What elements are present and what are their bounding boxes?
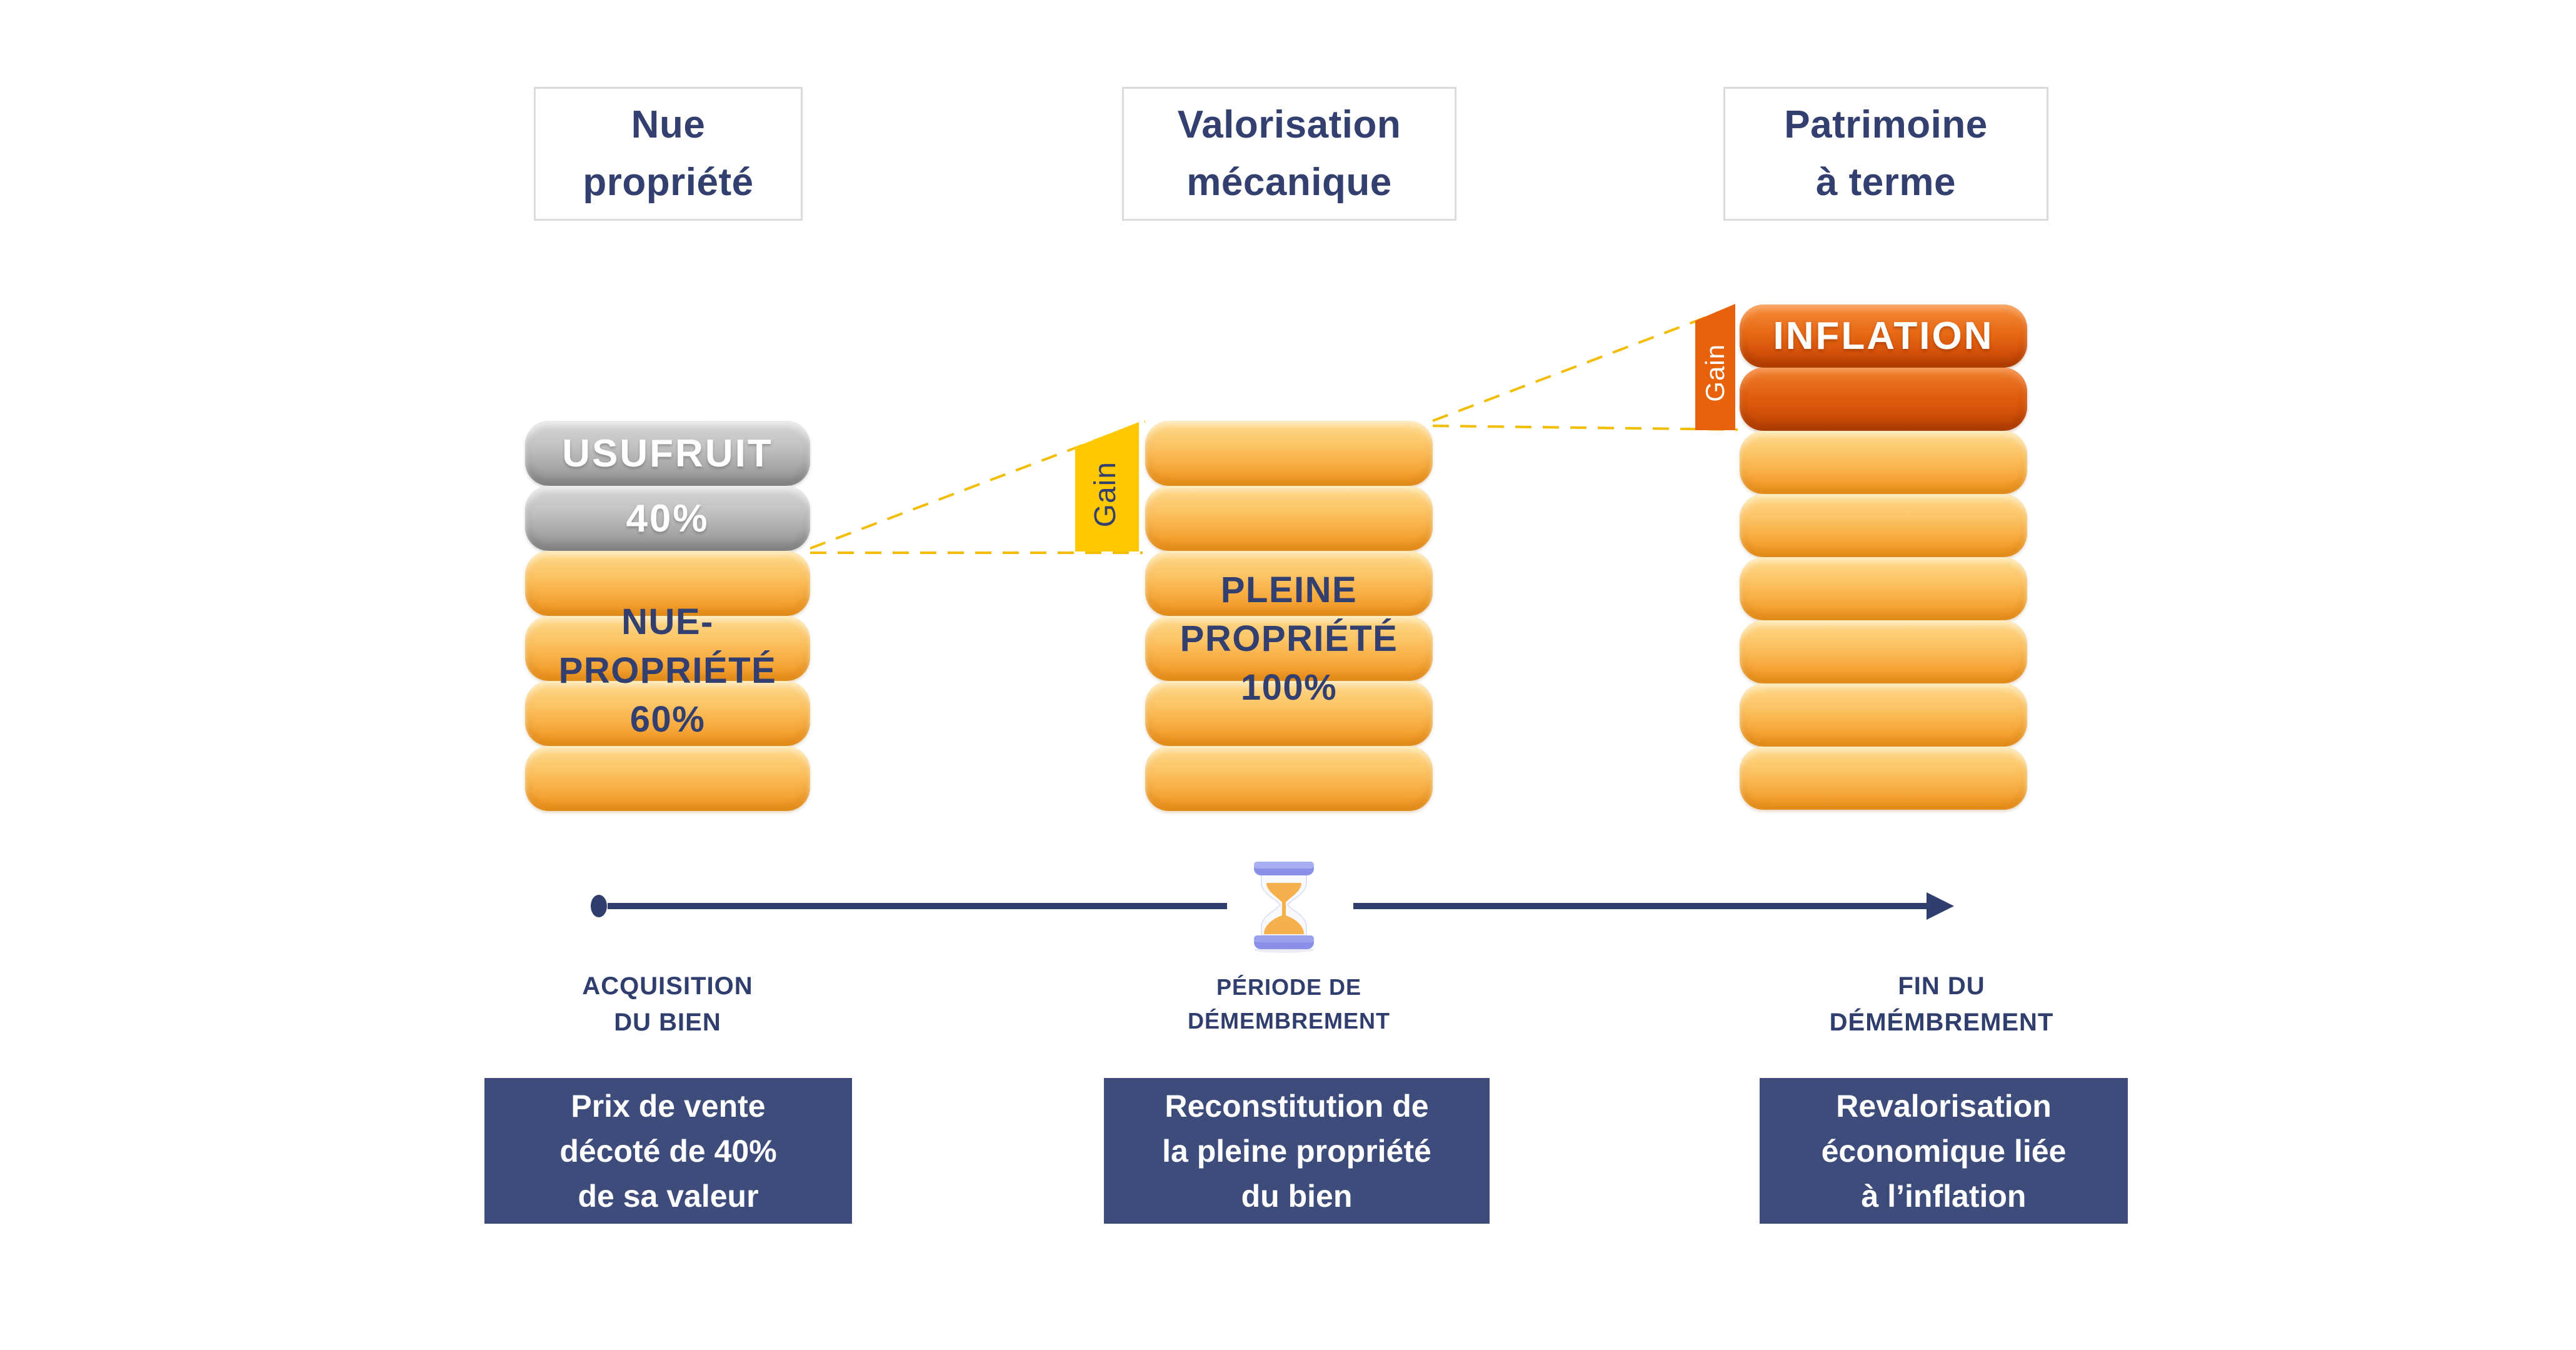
- coin-gold: [525, 616, 810, 681]
- left-coin-stack: USUFRUIT 40% NUE- PROPRIÉTÉ 60%: [525, 421, 810, 811]
- coin-gold: [1145, 421, 1433, 486]
- right-coin-stack: INFLATION: [1740, 305, 2027, 810]
- coin-gold: [1145, 486, 1433, 551]
- coin-gold: [1740, 620, 2027, 683]
- header-nue-propriete: Nue propriété: [534, 87, 803, 221]
- gain-dashed-upper-right: [1432, 303, 1740, 422]
- callout-reconstitution: Reconstitution de la pleine propriété du…: [1104, 1078, 1490, 1224]
- coin-gold: [1740, 494, 2027, 557]
- callout-prix-de-vente: Prix de vente décoté de 40% de sa valeur: [484, 1078, 852, 1224]
- coin-gold: [1145, 551, 1433, 616]
- header-nue-propriete-label: Nue propriété: [583, 103, 754, 204]
- gain-flag-orange: Gain: [1695, 304, 1735, 430]
- callout-reconstitution-text: Reconstitution de la pleine propriété du…: [1162, 1088, 1431, 1214]
- coin-gold: [525, 681, 810, 746]
- timeline-arrowhead-icon: [1927, 892, 1954, 920]
- gain-yellow-label: Gain: [1088, 461, 1122, 528]
- header-valorisation-mecanique: Valorisation mécanique: [1122, 87, 1456, 221]
- timeline-label-fin: FIN DU DÉMÉMBREMENT: [1829, 972, 2054, 1036]
- coin-gold: [525, 746, 810, 811]
- hourglass-icon: [1254, 862, 1314, 953]
- timeline-start-dot: [591, 895, 607, 917]
- coin-gold: [1740, 557, 2027, 620]
- coin-gray: [525, 486, 810, 551]
- gain-orange-label: Gain: [1700, 343, 1730, 402]
- coin-gray: [525, 421, 810, 486]
- coin-inflation: [1740, 368, 2027, 431]
- coin-gold: [1740, 683, 2027, 747]
- callout-revalorisation: Revalorisation économique liée à l’infla…: [1760, 1078, 2128, 1224]
- coin-inflation: [1740, 305, 2027, 368]
- coin-gold: [525, 551, 810, 616]
- middle-coin-stack: PLEINE PROPRIÉTÉ 100%: [1145, 421, 1433, 811]
- coin-gold: [1145, 616, 1433, 681]
- header-patrimoine-label: Patrimoine à terme: [1784, 103, 1988, 204]
- header-patrimoine-a-terme: Patrimoine à terme: [1723, 87, 2048, 221]
- header-valorisation-label: Valorisation mécanique: [1177, 103, 1401, 204]
- callout-prix-text: Prix de vente décoté de 40% de sa valeur: [559, 1088, 777, 1214]
- callout-revalorisation-text: Revalorisation économique liée à l’infla…: [1821, 1088, 2067, 1214]
- timeline-label-acquisition: ACQUISITION DU BIEN: [582, 972, 753, 1036]
- coin-gold: [1740, 747, 2027, 810]
- coin-gold: [1145, 681, 1433, 746]
- gain-dashed-lower-right: [1432, 425, 1738, 431]
- coin-gold: [1740, 431, 2027, 494]
- timeline-label-periode: PÉRIODE DE DÉMEMBREMENT: [1188, 974, 1390, 1034]
- gain-dashed-upper-left: [809, 420, 1146, 550]
- gain-flag-yellow: Gain: [1075, 422, 1139, 552]
- coin-gold: [1145, 746, 1433, 811]
